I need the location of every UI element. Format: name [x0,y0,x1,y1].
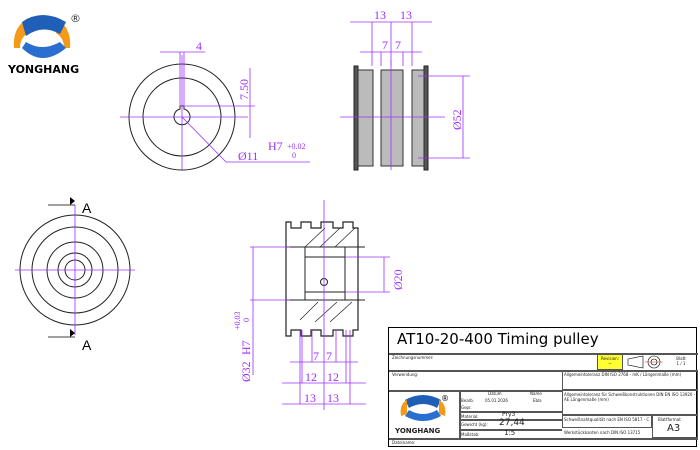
dim-13-left: 13 [374,8,386,22]
revision-label: Revision: [600,356,620,361]
svg-text:®: ® [441,394,449,403]
weld-quality: Schweißnahtqualität nach EN ISO 5817 - C [562,415,652,428]
revision-value: – [608,360,612,367]
brand-logo: ® YONGHANG [8,8,83,78]
projection-symbol-icon [625,354,665,370]
filename-label: Dateiname: [392,440,416,445]
sheet-label: Blatt [676,356,686,361]
drawn-name: Ebla [533,398,542,403]
checked-label: Gepr. [461,405,472,410]
format-value: A3 [667,423,681,434]
material-label: Material: [461,414,479,419]
drawing-number-label: Zeichnungsnummer: [392,355,434,360]
section-tol-upper: +0.03 [233,311,242,330]
dim-key-depth: 7.50 [237,79,251,100]
weld-tolerance-table: Allgemeintoleranz für Schweißkonstruktio… [562,390,698,415]
dim-7-right: 7 [395,38,401,52]
scale-label: Maßstab: [461,432,480,437]
format-label: Blattformat [658,417,681,422]
name-header: Name [530,391,542,396]
dim-7a: 7 [313,349,319,363]
title-block-logo: ® YONGHANG [393,392,453,438]
dim-12a: 12 [305,370,317,384]
dim-key-width: 4 [196,39,202,53]
title-block: AT10-20-400 Timing pulley Zeichnungsnumm… [388,327,698,447]
dim-13a: 13 [304,391,316,405]
general-tolerance-1: Allgemeintoleranz DIN ISO 2768 - mK / Lä… [564,372,682,377]
brand-name: YONGHANG [8,63,80,76]
dim-13b: 13 [327,391,339,405]
dim-hub-diameter: Ø32 [239,361,253,382]
tol-upper: +0.02 [287,142,306,151]
usage-label: Verwendung: [392,372,419,377]
sheet-value: 1 / 1 [676,361,686,366]
scale-value: 1:5 [504,429,516,437]
dim-7-left: 7 [382,38,388,52]
logo-mark-icon: ® [400,394,449,421]
logo-mark-icon: ® [13,12,81,58]
workpiece-edges: Werkstückkanten nach DIN ISO 13715 [564,430,641,435]
general-tolerance-2: Allgemeintoleranz für Schweißkonstruktio… [564,392,696,402]
dim-13-right: 13 [400,8,412,22]
weight-value: 27,44 [499,418,525,428]
dim-bore: Ø11 [238,149,258,163]
date-header: Datum [488,391,502,396]
section-label-bottom: A [82,337,92,353]
tol-lower: 0 [292,151,296,160]
dim-inner-diameter: Ø20 [391,269,405,290]
drawn-label: Bearb. [461,398,475,403]
material-value: Pry3 [502,411,516,418]
dim-12b: 12 [327,370,339,384]
weight-label: Gewicht (kg): [461,422,488,427]
dim-7b: 7 [326,349,332,363]
fit-h7: H7 [268,139,283,153]
keyway-bore [173,105,191,126]
section-tol-lower: 0 [242,318,251,322]
section-label-top: A [82,200,92,216]
general-tolerance-table: Allgemeintoleranz DIN ISO 2768 - mK / Lä… [562,370,698,390]
brand-name-small: YONGHANG [395,427,441,435]
registered-mark: ® [70,12,81,25]
drawing-title: AT10-20-400 Timing pulley [397,330,599,348]
revision-box: Revision:– [597,354,623,370]
drawn-date: 05.01.2026 [485,398,508,403]
section-fit: H7 [239,340,253,355]
dim-outer-diameter: Ø52 [450,109,464,130]
